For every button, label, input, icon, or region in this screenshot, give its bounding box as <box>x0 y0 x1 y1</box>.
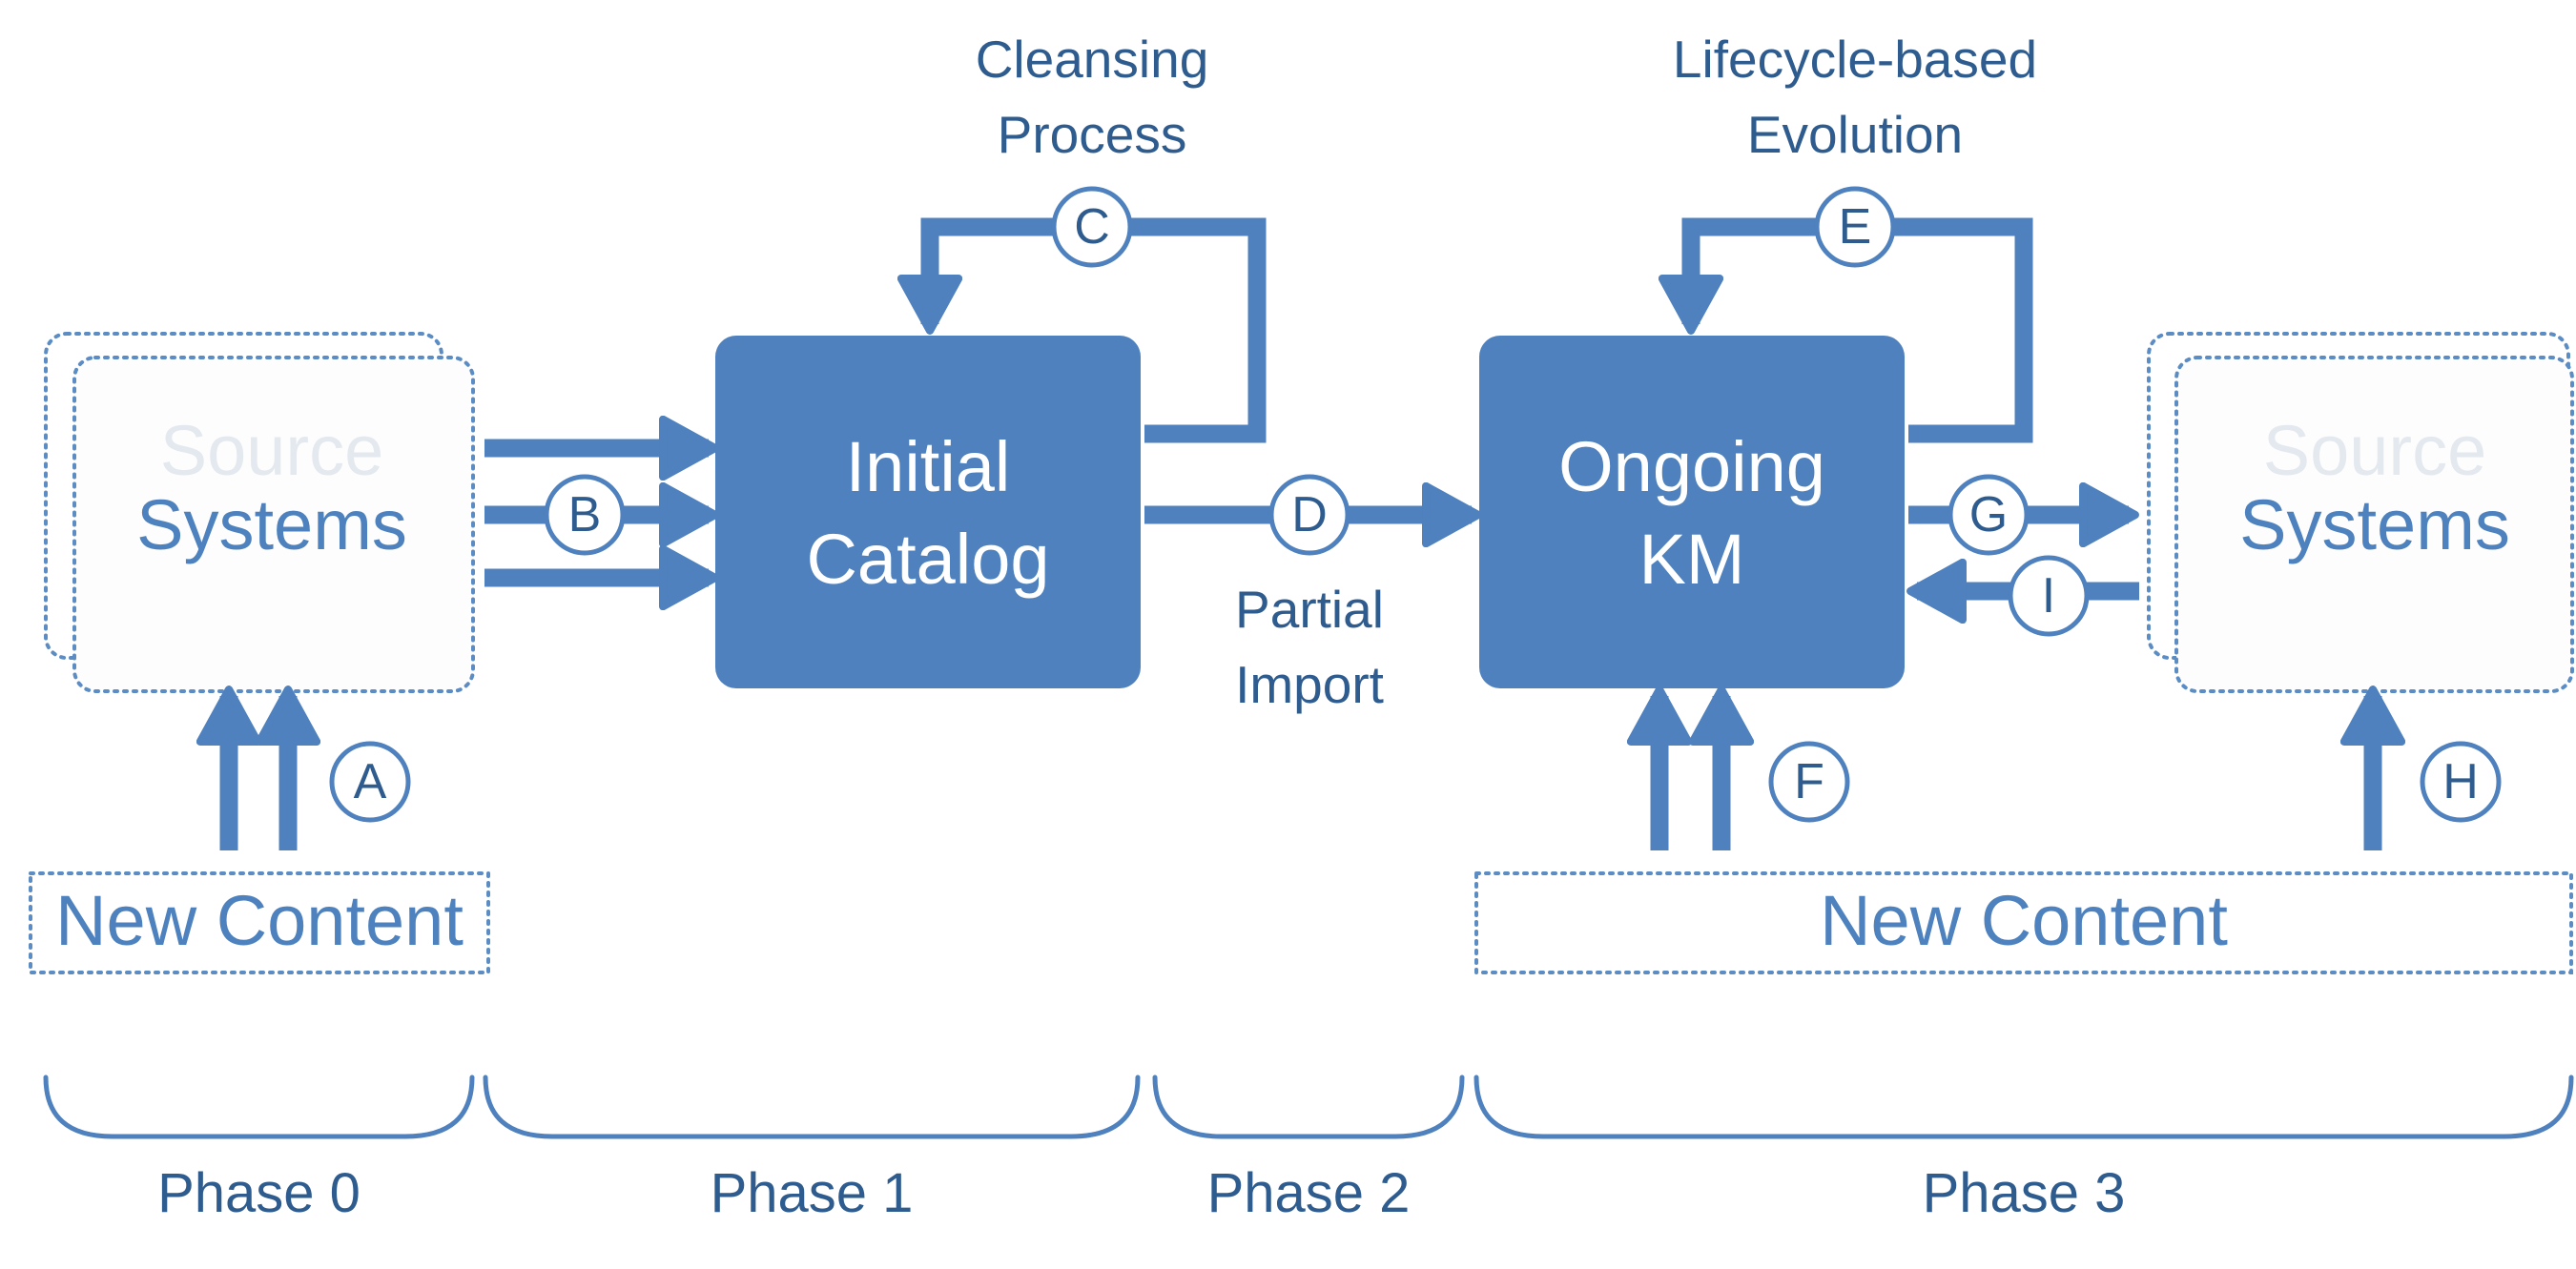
phase-2-bracket <box>1152 1075 1465 1139</box>
initial-catalog-line2: Catalog <box>806 520 1050 599</box>
ongoing-km-line2: KM <box>1638 520 1745 599</box>
step-marker-b <box>544 474 626 556</box>
step-marker-a <box>329 741 411 823</box>
cleansing-process-line1: Cleansing <box>975 30 1209 89</box>
phase-3-label: Phase 3 <box>1922 1162 2126 1224</box>
source-systems-faint-label: Source <box>159 411 384 490</box>
step-marker-e <box>1814 186 1896 268</box>
phase-0-label: Phase 0 <box>157 1162 361 1224</box>
initial-catalog-box <box>715 336 1141 688</box>
cleansing-process-line2: Process <box>997 105 1187 164</box>
new-content-right-box <box>1474 871 2573 974</box>
phase-0-bracket <box>43 1075 475 1139</box>
phase-3-bracket <box>1473 1075 2574 1139</box>
arrow-e-loop <box>1658 217 2033 443</box>
phase-2-label: Phase 2 <box>1206 1162 1411 1224</box>
ongoing-km-box <box>1479 336 1905 688</box>
lifecycle-evolution-line1: Lifecycle-based <box>1672 30 2038 89</box>
step-letter-a: A <box>353 754 387 809</box>
target-systems-box <box>2147 332 2574 693</box>
step-marker-f <box>1768 741 1850 823</box>
phase-1-bracket <box>483 1075 1141 1139</box>
step-letter-i: I <box>2041 568 2056 624</box>
target-systems-faint-label: Source <box>2262 411 2487 490</box>
step-marker-h <box>2420 741 2502 823</box>
partial-import-line2: Import <box>1235 655 1384 714</box>
step-letter-d: D <box>1291 487 1328 542</box>
source-systems-box <box>44 332 475 693</box>
step-letter-e: E <box>1838 199 1872 255</box>
source-systems-label: Systems <box>136 485 407 564</box>
new-content-left-label: New Content <box>55 881 464 960</box>
step-letter-f: F <box>1794 754 1824 809</box>
step-marker-c <box>1051 186 1133 268</box>
phase-1-label: Phase 1 <box>710 1162 914 1224</box>
initial-catalog-line1: Initial <box>845 427 1011 506</box>
step-letter-b: B <box>567 487 602 542</box>
new-content-left-box <box>29 871 490 974</box>
target-systems-label: Systems <box>2239 485 2510 564</box>
step-letter-c: C <box>1074 199 1110 255</box>
step-marker-d <box>1268 474 1350 556</box>
step-letter-h: H <box>2442 754 2479 809</box>
ongoing-km-line1: Ongoing <box>1558 427 1825 506</box>
arrow-c-loop <box>896 217 1267 443</box>
lifecycle-evolution-line2: Evolution <box>1746 105 1964 164</box>
new-content-right-label: New Content <box>1820 881 2228 960</box>
step-marker-i <box>2008 555 2090 637</box>
step-marker-g <box>1947 474 2030 556</box>
partial-import-line1: Partial <box>1235 580 1384 639</box>
step-letter-g: G <box>1968 487 2009 542</box>
